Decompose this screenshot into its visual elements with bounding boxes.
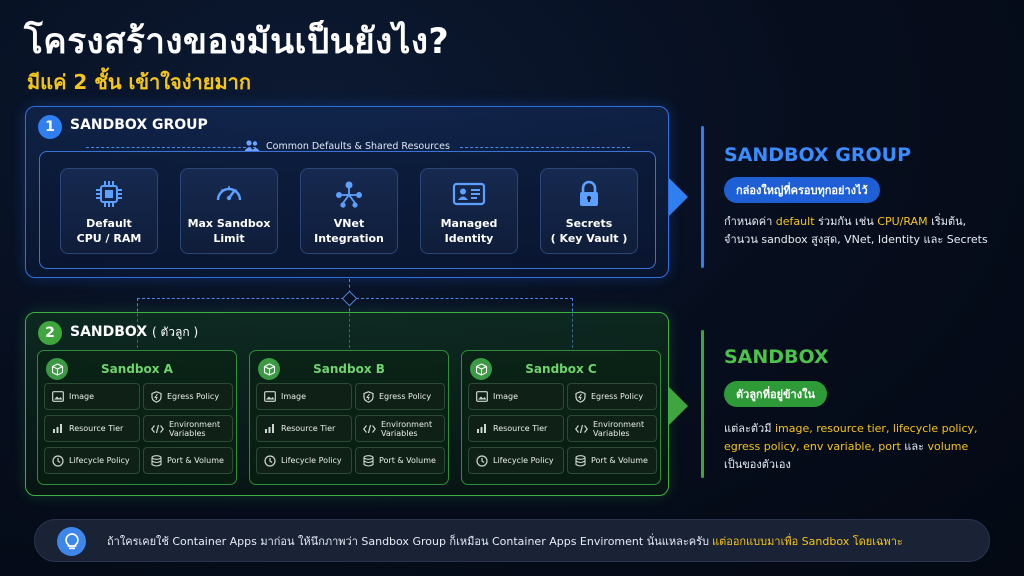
shield-icon <box>575 390 586 403</box>
group-divider-line <box>701 126 704 268</box>
tile-egress-policy: Egress Policy <box>567 383 657 410</box>
sandbox-name: Sandbox A <box>101 362 173 376</box>
right-sandbox-pill: ตัวลูกที่อยู่ข้างใน <box>724 381 827 407</box>
group-defaults-panel: Default CPU / RAM Max Sandbox Limit VN <box>39 151 656 269</box>
card-label-line1: Default <box>86 217 132 230</box>
tile-lifecycle-policy: Lifecycle Policy <box>256 447 352 474</box>
sandbox-arrow-icon <box>669 387 688 425</box>
sandbox-divider-line <box>701 330 704 478</box>
lightbulb-icon <box>57 527 86 556</box>
tile-lifecycle-policy: Lifecycle Policy <box>44 447 140 474</box>
shared-resources-label: Common Defaults & Shared Resources <box>26 140 668 152</box>
group-arrow-icon <box>669 178 688 216</box>
tile-image: Image <box>468 383 564 410</box>
users-icon <box>244 140 260 151</box>
group-title: SANDBOX GROUP <box>70 117 208 133</box>
sandbox-title-note: ( ตัวลูก ) <box>152 325 199 339</box>
group-number-badge: 1 <box>38 115 62 139</box>
id-card-icon <box>452 182 486 206</box>
cpu-icon <box>96 181 122 207</box>
bar-chart-icon <box>53 424 62 433</box>
shared-label-text: Common Defaults & Shared Resources <box>266 140 450 152</box>
right-group-desc: กำหนดค่า default ร่วมกัน เช่น CPU/RAM เร… <box>724 215 988 246</box>
tile-image: Image <box>256 383 352 410</box>
tile-resource-tier: Resource Tier <box>256 415 352 442</box>
sandbox-name: Sandbox C <box>525 362 597 376</box>
tile-egress-policy: Egress Policy <box>143 383 233 410</box>
database-icon <box>151 454 162 467</box>
card-max-sandbox-limit: Max Sandbox Limit <box>180 168 278 254</box>
shield-icon <box>363 390 374 403</box>
lock-icon <box>580 180 598 206</box>
connector-diamond <box>341 290 358 307</box>
code-icon <box>363 424 376 433</box>
database-icon <box>363 454 374 467</box>
sandbox-name: Sandbox B <box>313 362 385 376</box>
card-label-line2: ( Key Vault ) <box>550 232 628 245</box>
right-sandbox-title: SANDBOX <box>724 346 829 368</box>
card-secrets-key-vault: Secrets ( Key Vault ) <box>540 168 638 254</box>
card-label-line1: Secrets <box>565 217 613 230</box>
cube-icon <box>46 358 68 380</box>
tile-egress-policy: Egress Policy <box>355 383 445 410</box>
bar-chart-icon <box>477 424 486 433</box>
tile-port-volume: Port & Volume <box>567 447 657 474</box>
image-icon <box>264 391 276 402</box>
banner-text: ถ้าใครเคยใช้ Container Apps มาก่อน ให้นึ… <box>107 534 709 548</box>
card-label-line1: VNet <box>333 217 365 230</box>
card-label-line2: CPU / RAM <box>76 232 142 245</box>
network-icon <box>336 181 362 208</box>
code-icon <box>151 424 164 433</box>
right-group-title: SANDBOX GROUP <box>724 144 912 166</box>
page-title: โครงสร้างของมันเป็นยังไง? <box>24 22 450 62</box>
database-icon <box>575 454 586 467</box>
clock-icon <box>476 454 488 467</box>
tile-lifecycle-policy: Lifecycle Policy <box>468 447 564 474</box>
tip-banner: ถ้าใครเคยใช้ Container Apps มาก่อน ให้นึ… <box>34 519 990 562</box>
tile-resource-tier: Resource Tier <box>468 415 564 442</box>
card-label-line1: Managed <box>440 217 498 230</box>
cube-icon <box>258 358 280 380</box>
sandbox-title: SANDBOX ( ตัวลูก ) <box>70 324 199 340</box>
image-icon <box>476 391 488 402</box>
code-icon <box>575 424 588 433</box>
card-vnet-integration: VNet Integration <box>300 168 398 254</box>
tile-resource-tier: Resource Tier <box>44 415 140 442</box>
card-managed-identity: Managed Identity <box>420 168 518 254</box>
gauge-icon <box>216 186 242 201</box>
card-default-cpu-ram: Default CPU / RAM <box>60 168 158 254</box>
bar-chart-icon <box>265 424 274 433</box>
right-sandbox-desc: แต่ละตัวมี image, resource tier, lifecyc… <box>724 422 978 471</box>
sandbox-number-badge: 2 <box>38 321 62 345</box>
clock-icon <box>264 454 276 467</box>
tile-port-volume: Port & Volume <box>143 447 233 474</box>
right-group-pill: กล่องใหญ่ที่ครอบทุกอย่างไว้ <box>724 177 880 203</box>
card-label-line2: Integration <box>314 232 384 245</box>
clock-icon <box>52 454 64 467</box>
image-icon <box>52 391 64 402</box>
tile-port-volume: Port & Volume <box>355 447 445 474</box>
tile-image: Image <box>44 383 140 410</box>
sandbox-group-box: 1 SANDBOX GROUP Common Defaults & Shared… <box>25 106 669 278</box>
card-label-line2: Limit <box>213 232 245 245</box>
page-subtitle: มีแค่ 2 ชั้น เข้าใจง่ายมาก <box>27 70 251 94</box>
banner-highlight: แต่ออกแบบมาเพื่อ Sandbox โดยเฉพาะ <box>711 534 903 548</box>
card-label-line1: Max Sandbox <box>187 217 271 230</box>
shield-icon <box>151 390 162 403</box>
card-label-line2: Identity <box>444 232 494 245</box>
cube-icon <box>470 358 492 380</box>
